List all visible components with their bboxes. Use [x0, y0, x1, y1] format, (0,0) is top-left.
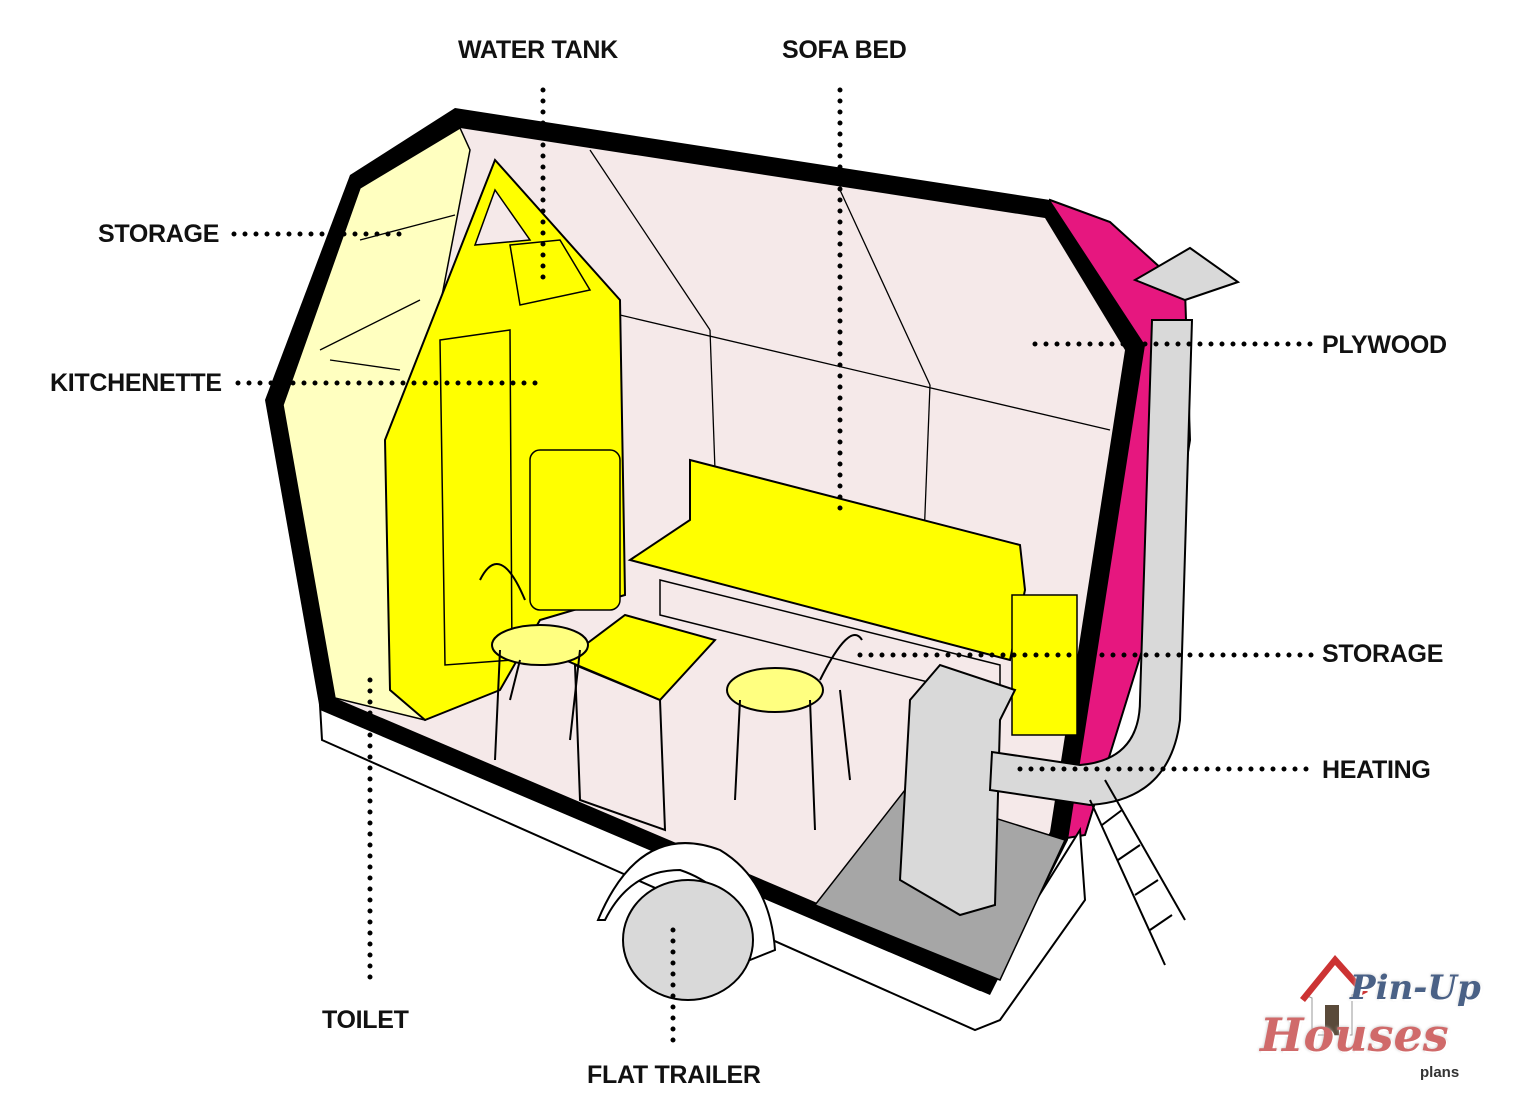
chair-left — [491, 624, 589, 666]
label-storage-top: STORAGE — [98, 220, 220, 248]
label-heating: HEATING — [1322, 756, 1431, 784]
wheel — [622, 879, 754, 1001]
wheel-fender — [596, 842, 777, 962]
heating-stove — [898, 663, 1017, 917]
label-storage-right: STORAGE — [1322, 640, 1444, 668]
chair-right — [726, 667, 824, 713]
logo-line2: Houses — [1260, 1008, 1449, 1062]
label-flat-trailer: FLAT TRAILER — [587, 1061, 761, 1089]
leader-lines — [231, 87, 1315, 1048]
label-plywood: PLYWOOD — [1322, 331, 1447, 359]
logo-line3: plans — [1420, 1064, 1460, 1081]
label-toilet: TOILET — [322, 1006, 409, 1034]
sofa-bed — [627, 458, 1027, 662]
label-kitchenette: KITCHENETTE — [50, 369, 222, 397]
ladder — [1089, 779, 1186, 966]
chimney-pipe — [988, 319, 1194, 807]
label-water-tank: WATER TANK — [458, 36, 618, 64]
label-sofa-bed: SOFA BED — [782, 36, 907, 64]
house-logo-icon — [1300, 955, 1368, 1036]
logo-line1: Pin-Up — [1350, 968, 1481, 1008]
pin-up-houses-logo: Pin-Up Houses plans — [1250, 950, 1520, 1090]
chimney-cap — [1132, 246, 1241, 302]
